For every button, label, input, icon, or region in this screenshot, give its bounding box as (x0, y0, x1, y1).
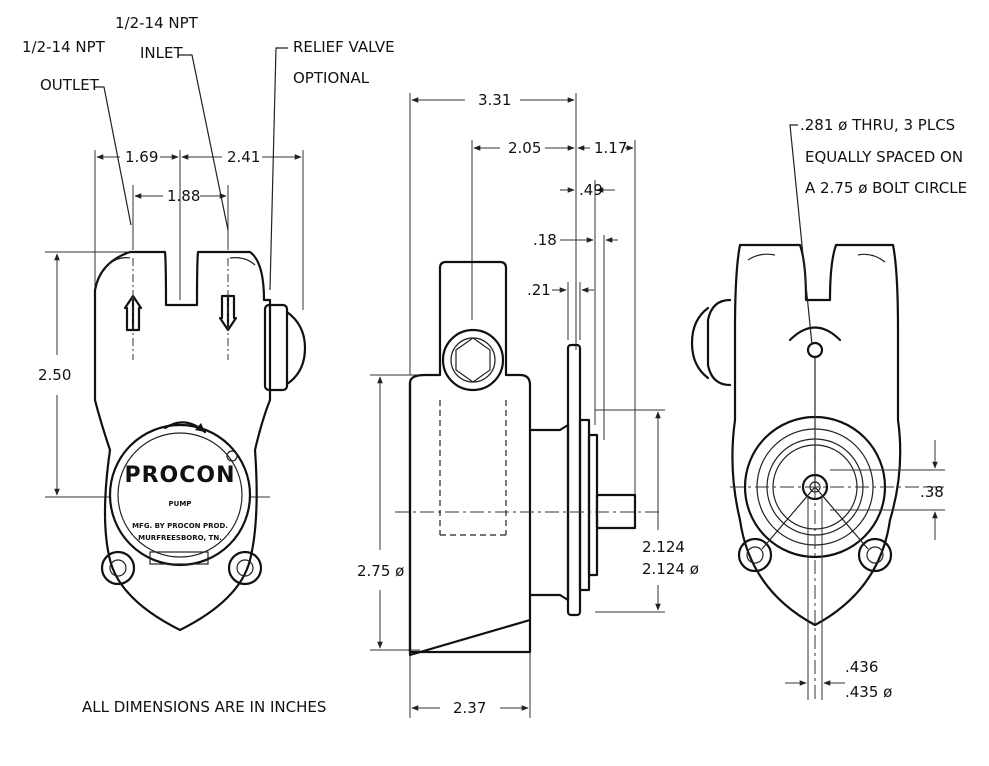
dim-0-435: .435 ø (845, 683, 892, 701)
dim-2-124-b: 2.124 ø (642, 560, 699, 578)
dim-1-17: 1.17 (594, 139, 627, 157)
dim-0-49: .49 (579, 181, 603, 199)
dim-1-88: 1.88 (167, 187, 200, 205)
dim-2-50: 2.50 (38, 366, 71, 384)
rear-view: .281 ø THRU, 3 PLCS EQUALLY SPACED ON A … (690, 116, 967, 701)
dim-2-75: 2.75 ø (357, 562, 404, 580)
dim-2-41: 2.41 (227, 148, 260, 166)
dim-2-05: 2.05 (508, 139, 541, 157)
bolt-note-1: .281 ø THRU, 3 PLCS (800, 116, 955, 134)
side-view: 3.31 2.05 1.17 .49 .18 .21 2.75 ø 2.124 … (357, 91, 699, 718)
relief-label-1: RELIEF VALVE (293, 38, 395, 56)
dim-3-31: 3.31 (478, 91, 511, 109)
mfg-line2: MURFREESBORO, TN. (138, 534, 222, 542)
mfg-line1: MFG. BY PROCON PROD. (132, 522, 228, 530)
inlet-label-2: INLET (140, 44, 183, 62)
dim-0-18: .18 (533, 231, 557, 249)
dim-2-37: 2.37 (453, 699, 486, 717)
dim-0-38: .38 (920, 483, 944, 501)
outlet-label-2: OUTLET (40, 76, 100, 94)
brand-sub-text: PUMP (169, 500, 192, 508)
brand-text: PROCON (124, 463, 235, 488)
relief-label-2: OPTIONAL (293, 69, 370, 87)
dim-2-124-a: 2.124 (642, 538, 685, 556)
dim-0-21: .21 (527, 281, 551, 299)
front-view: PROCON PUMP MFG. BY PROCON PROD. MURFREE… (22, 14, 395, 716)
bolt-note-3: A 2.75 ø BOLT CIRCLE (805, 179, 967, 197)
dim-0-436: .436 (845, 658, 878, 676)
bolt-note-2: EQUALLY SPACED ON (805, 148, 963, 166)
inlet-label-1: 1/2-14 NPT (115, 14, 199, 32)
dim-1-69: 1.69 (125, 148, 158, 166)
outlet-label-1: 1/2-14 NPT (22, 38, 106, 56)
footer-note: ALL DIMENSIONS ARE IN INCHES (82, 698, 326, 716)
